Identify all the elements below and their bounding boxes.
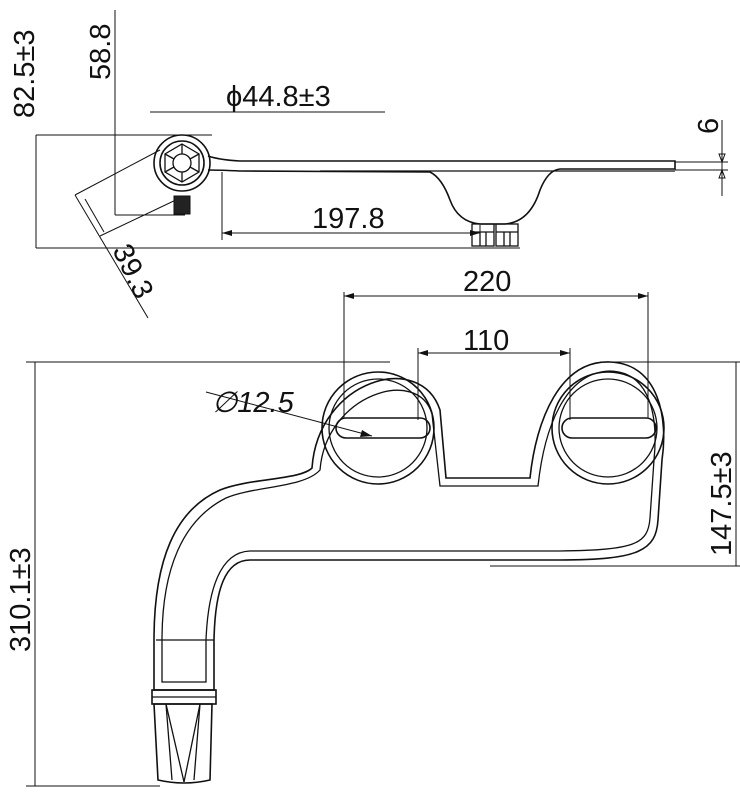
- dim-39-3-label: 39.3: [106, 239, 160, 304]
- dim-220-label: 220: [463, 266, 511, 298]
- dim-82-5-label: 82.5±3: [9, 30, 41, 119]
- mounting-pad-left: [321, 371, 435, 485]
- side-view: 82.5±3 58.8 ϕ44.8±3 6 197.8 39.3: [9, 10, 728, 319]
- top-view: 220 110 310.1±3 147.5±3 ∅12.5: [5, 266, 740, 787]
- nozzle-connector: [471, 223, 495, 247]
- dim-147-5-label: 147.5±3: [706, 451, 738, 556]
- knob-outline: [153, 134, 211, 192]
- slot-left: [335, 417, 431, 439]
- nozzle-tip: [153, 703, 213, 784]
- dim-44-8-label: ϕ44.8±3: [226, 81, 331, 113]
- dim-110-label: 110: [463, 325, 509, 357]
- hose-fitting: [173, 195, 191, 215]
- dim-58-8-label: 58.8: [85, 24, 117, 80]
- plate-outline: [153, 361, 665, 691]
- side-plate: [207, 155, 676, 225]
- slot-right: [561, 417, 657, 439]
- dim-12-5-label: ∅12.5: [212, 387, 295, 419]
- dim-197-8-label: 197.8: [312, 203, 385, 235]
- mounting-pad-right: [551, 371, 665, 485]
- dim-6-label: 6: [693, 118, 725, 134]
- dim-310-1-label: 310.1±3: [5, 547, 37, 652]
